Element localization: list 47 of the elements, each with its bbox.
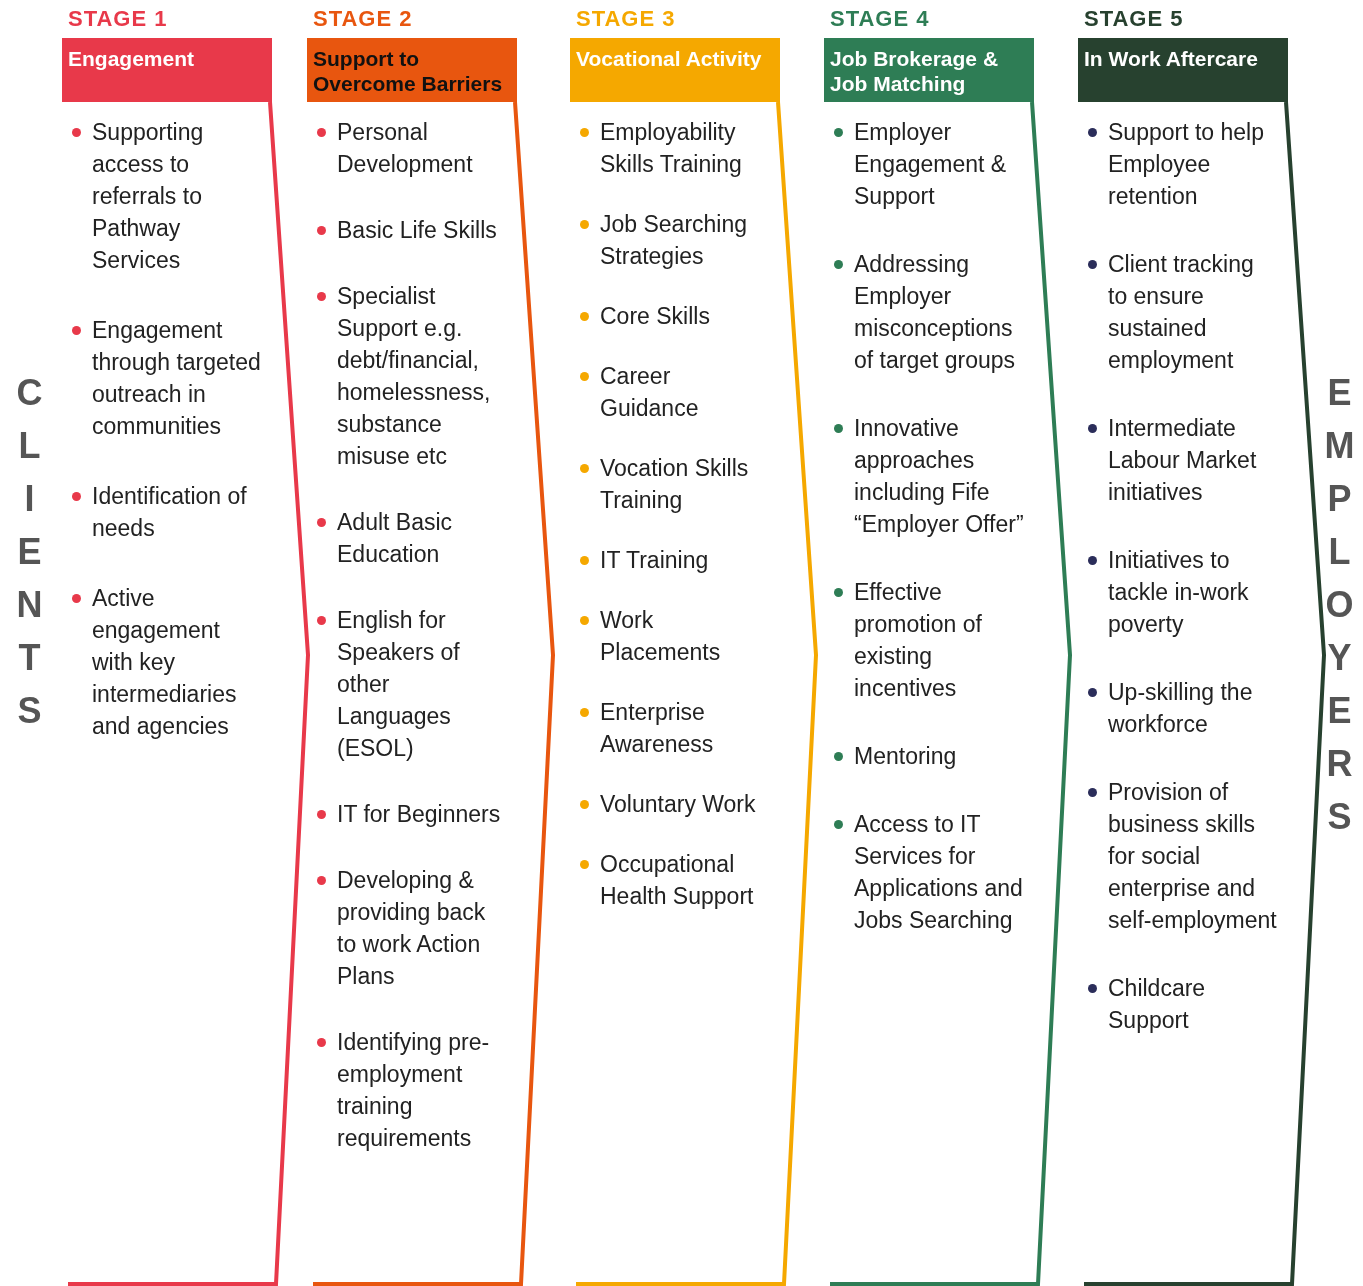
stage-title: Engagement [68, 46, 196, 71]
stage-label: STAGE 1 [68, 6, 168, 32]
bullet-item: Developing & providing back to work Action Plans [315, 864, 507, 992]
bullet-item: Engagement through targeted outreach in communities [70, 314, 262, 442]
stage-label: STAGE 5 [1084, 6, 1184, 32]
bullet-item: Career Guidance [578, 360, 770, 424]
bullet-item: Employability Skills Training [578, 116, 770, 180]
bullet-item: Identifying pre-employment training requirements [315, 1026, 507, 1154]
stage-label: STAGE 2 [313, 6, 413, 32]
bullet-item: Addressing Employer misconceptions of target groups [832, 248, 1024, 376]
bullet-item: Specialist Support e.g. debt/financial, homelessness, substance misuse etc [315, 280, 507, 472]
bullet-item: Occupational Health Support [578, 848, 770, 912]
bullet-item: Vocation Skills Training [578, 452, 770, 516]
bullet-item: IT Training [578, 544, 770, 576]
bullet-item: Voluntary Work [578, 788, 770, 820]
bullet-item: Job Searching Strategies [578, 208, 770, 272]
bullet-item: Supporting access to referrals to Pathway Services [70, 116, 262, 276]
side-label: EMPLOYERS [1318, 372, 1360, 849]
bullet-item: Innovative approaches including Fife “Employer Offer” [832, 412, 1024, 540]
bullet-item: Access to IT Services for Applications and Jobs Searching [832, 808, 1024, 936]
stage-label: STAGE 3 [576, 6, 676, 32]
bullet-item: Core Skills [578, 300, 770, 332]
bullet-item: English for Speakers of other Languages (ESOL) [315, 604, 507, 764]
bullet-item: Active engagement with key intermediaries and agencies [70, 582, 262, 742]
bullet-item: Initiatives to tackle in-work poverty [1086, 544, 1278, 640]
bullet-item: Mentoring [832, 740, 1024, 772]
bullet-item: Enterprise Awareness [578, 696, 770, 760]
bullet-item: Basic Life Skills [315, 214, 507, 246]
bullet-item: Effective promotion of existing incentives [832, 576, 1024, 704]
side-label: CLIENTS [8, 372, 50, 743]
stage-title: Vocational Activity [576, 46, 763, 71]
bullet-item: Client tracking to ensure sustained employment [1086, 248, 1278, 376]
bullet-item: Support to help Employee retention [1086, 116, 1278, 212]
bullet-item: Work Placements [578, 604, 770, 668]
bullet-item: Personal Development [315, 116, 507, 180]
bullet-item: Up-skilling the workforce [1086, 676, 1278, 740]
bullet-item: Childcare Support [1086, 972, 1278, 1036]
bullet-item: Identification of needs [70, 480, 262, 544]
stage-label: STAGE 4 [830, 6, 930, 32]
stage-title: Support to Overcome Barriers [313, 46, 504, 96]
stage-title: In Work Aftercare [1084, 46, 1259, 71]
bullet-item: Adult Basic Education [315, 506, 507, 570]
bullet-item: Intermediate Labour Market initiatives [1086, 412, 1278, 508]
bullet-item: Provision of business skills for social enterprise and self-employment [1086, 776, 1278, 936]
bullet-item: Employer Engagement & Support [832, 116, 1024, 212]
bullet-item: IT for Beginners [315, 798, 507, 830]
stage-title: Job Brokerage & Job Matching [830, 46, 1000, 96]
